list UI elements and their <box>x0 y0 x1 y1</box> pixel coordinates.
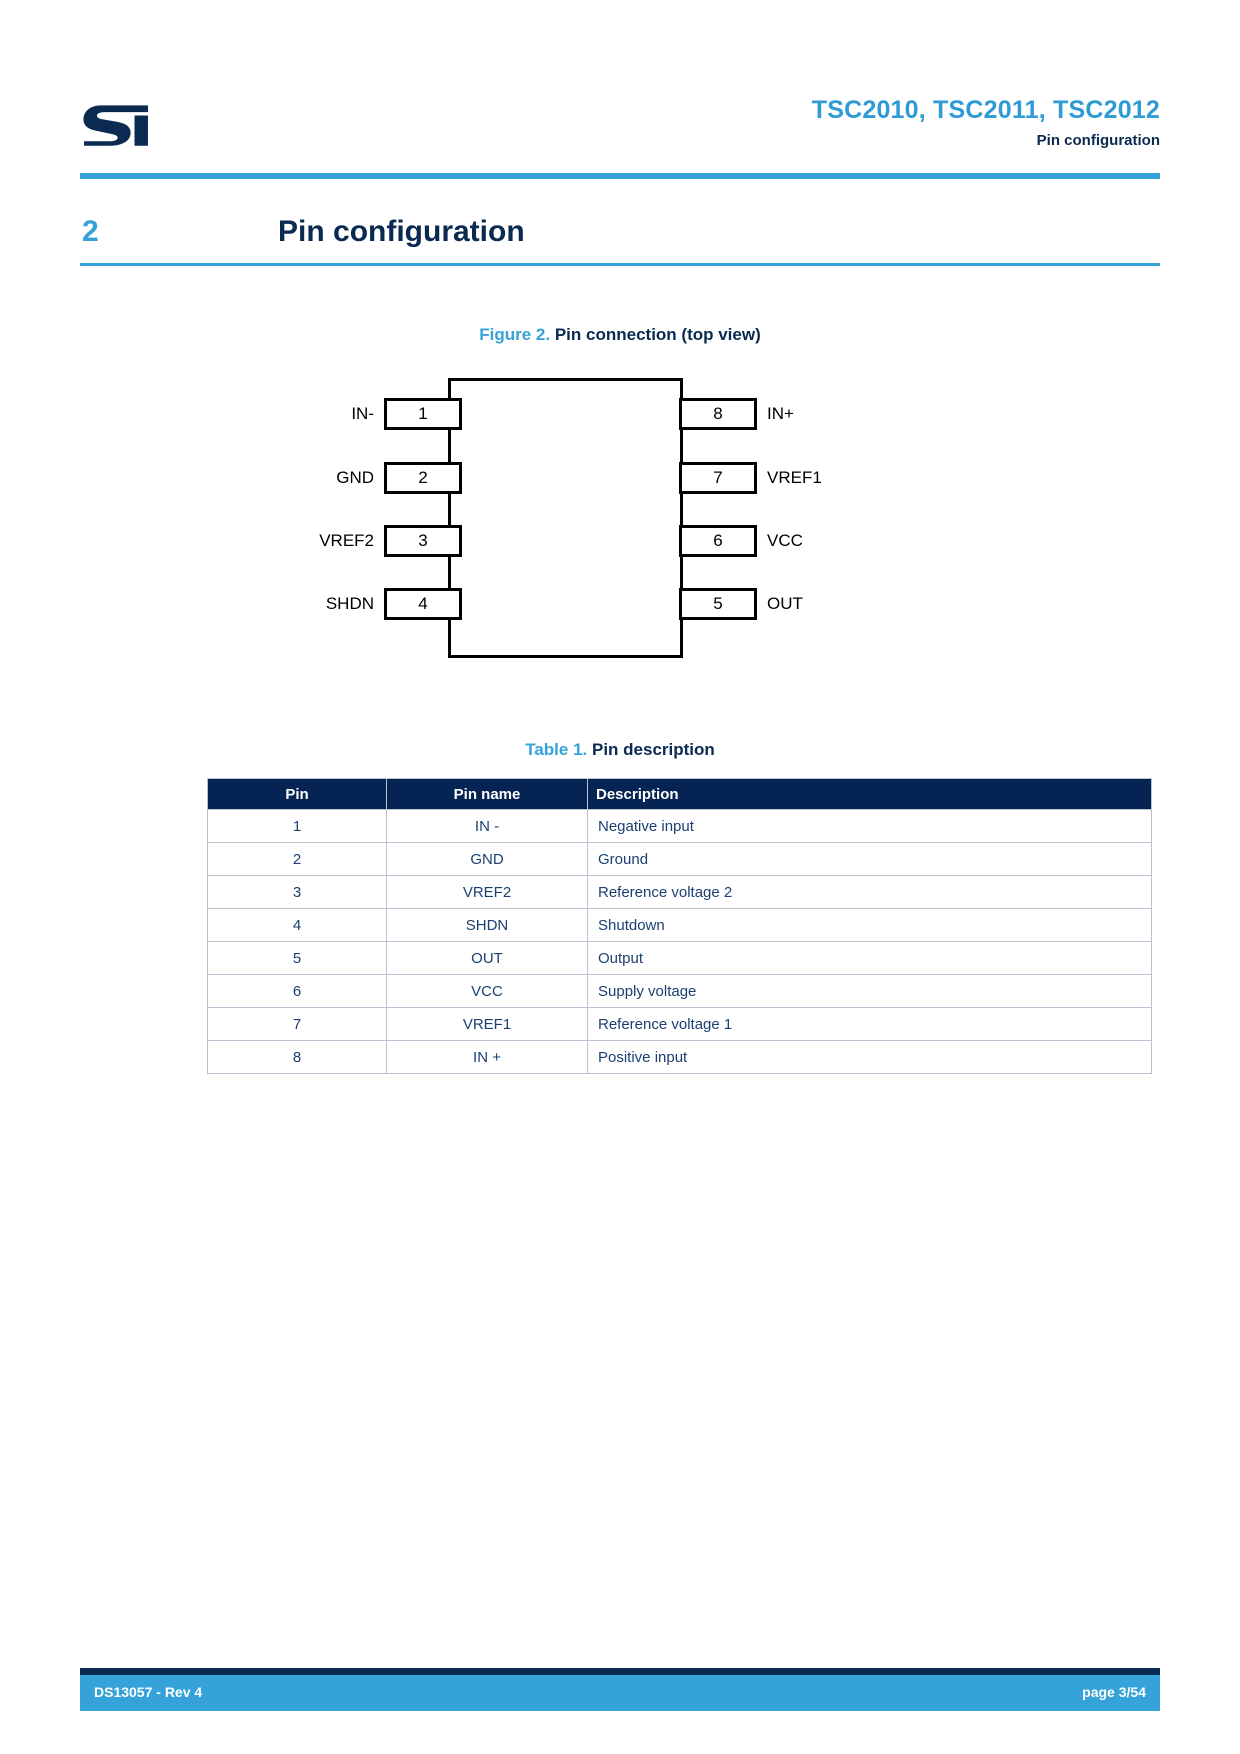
pin-box-1: 1 <box>384 398 462 430</box>
section-number: 2 <box>82 215 99 248</box>
cell-description: Output <box>587 941 1152 975</box>
pin-label-2: GND <box>336 468 374 487</box>
footer-page-number: page 3/54 <box>1082 1684 1146 1700</box>
cell-pin-name: VREF2 <box>386 875 588 909</box>
header-section-title: Pin configuration <box>1036 131 1160 149</box>
pin-label-5: OUT <box>767 594 803 613</box>
footer-divider <box>80 1668 1160 1675</box>
cell-pin: 4 <box>207 908 387 942</box>
column-header-description: Description <box>587 778 1152 810</box>
pin-box-4: 4 <box>384 588 462 620</box>
cell-pin-name: GND <box>386 842 588 876</box>
header-divider <box>80 173 1160 179</box>
cell-description: Ground <box>587 842 1152 876</box>
pin-label-7: VREF1 <box>767 468 822 487</box>
pin-box-2: 2 <box>384 462 462 494</box>
st-logo <box>82 102 150 148</box>
cell-description: Reference voltage 1 <box>587 1007 1152 1041</box>
section-divider <box>80 263 1160 266</box>
pin-label-8: IN+ <box>767 404 794 423</box>
cell-pin-name: OUT <box>386 941 588 975</box>
pin-label-1: IN- <box>351 404 374 423</box>
pin-label-4: SHDN <box>325 594 374 613</box>
cell-pin: 3 <box>207 875 387 909</box>
figure-caption: Figure 2. Pin connection (top view) <box>80 325 1160 345</box>
page-header: TSC2010, TSC2011, TSC2012 Pin configurat… <box>80 92 1160 182</box>
pin-label-6: VCC <box>767 531 803 550</box>
cell-description: Negative input <box>587 809 1152 843</box>
figure-caption-text: Pin connection (top view) <box>554 325 761 344</box>
header-text-block: TSC2010, TSC2011, TSC2012 Pin configurat… <box>812 96 1160 149</box>
section-heading: 2 Pin configuration <box>80 215 1160 269</box>
table-caption-label: Table 1. <box>525 740 588 759</box>
column-header-pin-name: Pin name <box>386 778 588 810</box>
cell-pin: 7 <box>207 1007 387 1041</box>
cell-pin: 8 <box>207 1040 387 1074</box>
table-header-row: Pin Pin name Description <box>207 778 1152 810</box>
pin-box-3: 3 <box>384 525 462 557</box>
pin-box-6: 6 <box>679 525 757 557</box>
figure-caption-label: Figure 2. <box>479 325 551 344</box>
cell-description: Shutdown <box>587 908 1152 942</box>
table-header: Pin Pin name Description <box>207 778 1152 810</box>
table-caption-text: Pin description <box>591 740 715 759</box>
table-caption: Table 1. Pin description <box>80 740 1160 760</box>
chip-body-outline <box>448 378 683 658</box>
page-footer: DS13057 - Rev 4 page 3/54 <box>80 1668 1160 1711</box>
cell-pin-name: IN - <box>386 809 588 843</box>
pin-label-3: VREF2 <box>319 531 374 550</box>
cell-pin-name: VREF1 <box>386 1007 588 1041</box>
document-title: TSC2010, TSC2011, TSC2012 <box>811 96 1160 124</box>
cell-description: Reference voltage 2 <box>587 875 1152 909</box>
cell-pin: 1 <box>207 809 387 843</box>
cell-pin: 6 <box>207 974 387 1008</box>
cell-pin: 2 <box>207 842 387 876</box>
footer-document-id: DS13057 - Rev 4 <box>94 1684 203 1700</box>
column-header-pin: Pin <box>207 778 387 810</box>
cell-pin-name: SHDN <box>386 908 588 942</box>
page-title: Pin configuration <box>278 215 525 248</box>
pin-connection-diagram: IN- 1 GND 2 VREF2 3 SHDN 4 8 IN+ 7 VREF1… <box>300 370 900 670</box>
pin-box-5: 5 <box>679 588 757 620</box>
footer-bar: DS13057 - Rev 4 page 3/54 <box>80 1675 1160 1711</box>
cell-pin: 5 <box>207 941 387 975</box>
cell-description: Positive input <box>587 1040 1152 1074</box>
pin-box-7: 7 <box>679 462 757 494</box>
cell-description: Supply voltage <box>587 974 1152 1008</box>
pin-box-8: 8 <box>679 398 757 430</box>
cell-pin-name: IN + <box>386 1040 588 1074</box>
cell-pin-name: VCC <box>386 974 588 1008</box>
